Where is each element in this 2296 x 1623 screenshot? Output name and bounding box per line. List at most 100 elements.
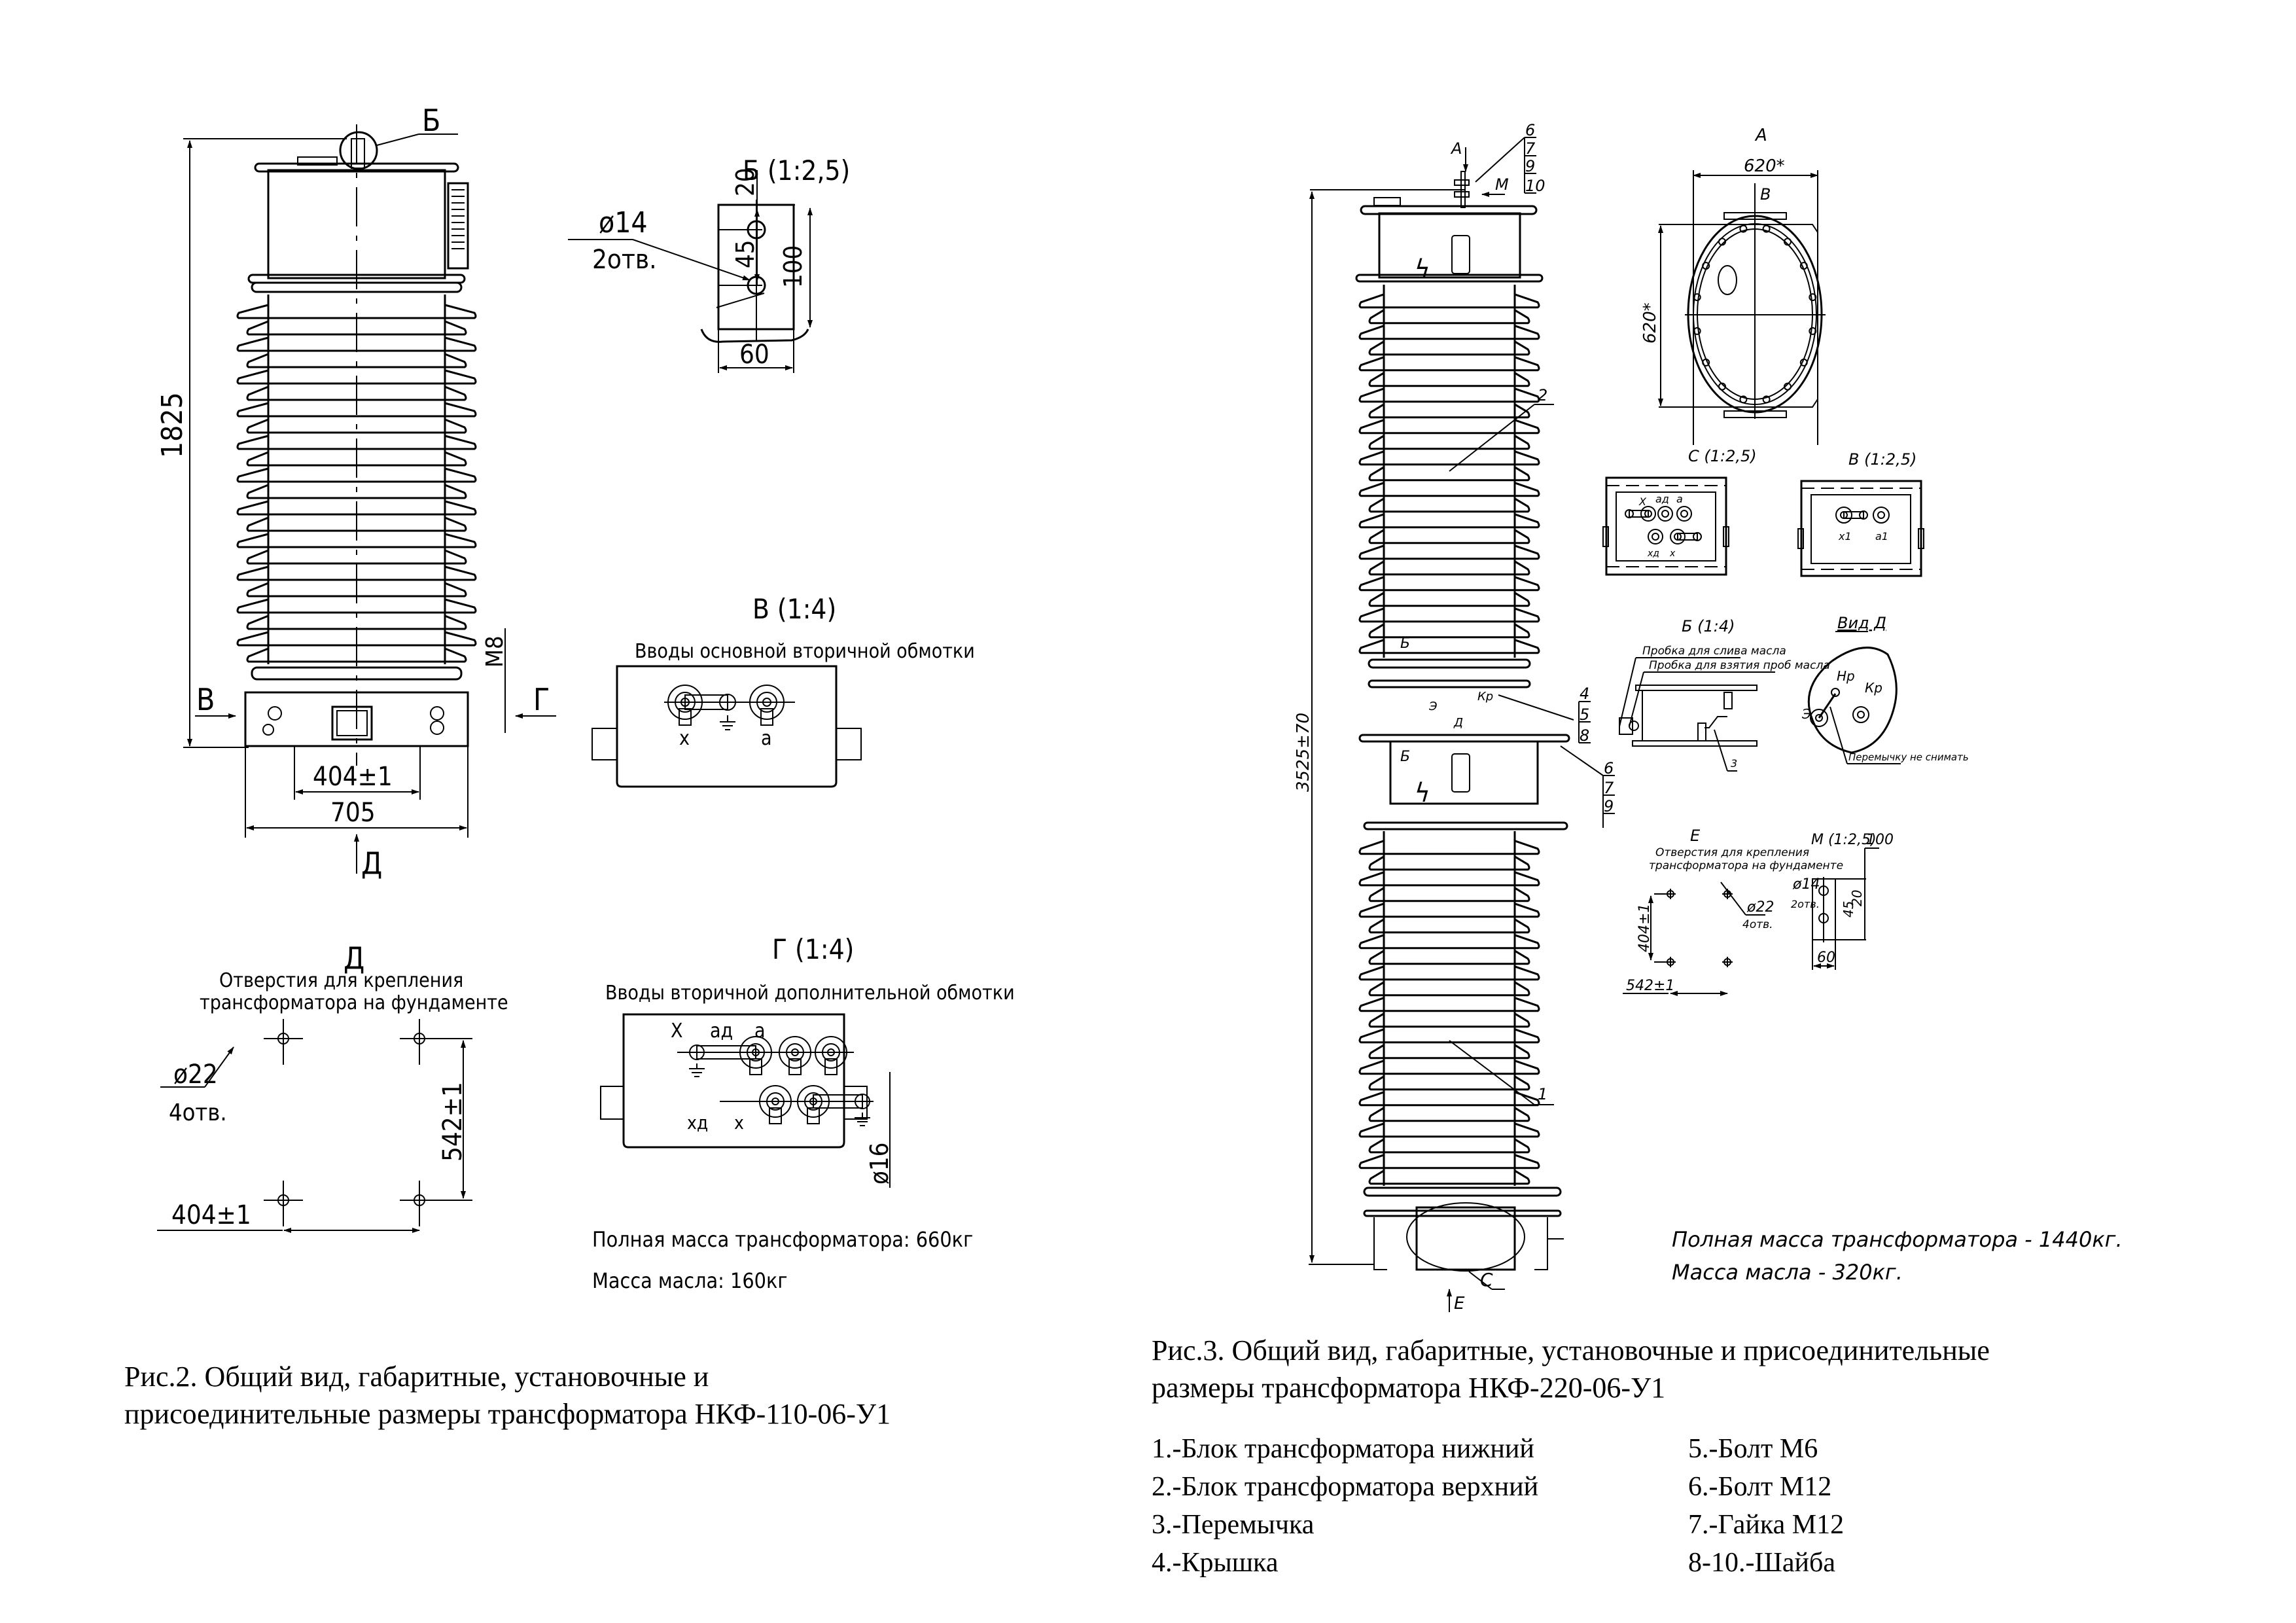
- hatched-wall: [1635, 685, 1757, 691]
- terminal-a-icon: [749, 685, 785, 726]
- fig2-view-d-marker: Д: [361, 846, 382, 881]
- fig3-detail-c: С (1:2,5) X aд a xд x: [1602, 447, 1757, 576]
- fig3-detail-m-dim-45: 45: [1841, 901, 1856, 918]
- terminal-kp-icon: [1852, 706, 1869, 723]
- fig2-view-v-marker: В: [196, 682, 215, 717]
- fig3-detail-m-title: М (1:2,5): [1811, 832, 1877, 848]
- insulator-shed: [1368, 855, 1530, 871]
- fig2-detail-g-term-xd: xд: [687, 1112, 708, 1133]
- fig3-detail-m-hole-dia: ø14: [1792, 876, 1820, 893]
- insulator-shed: [1358, 934, 1540, 950]
- ground-bolt-icon: [1625, 509, 1634, 518]
- fig3-view-e-marker: Е: [1454, 1294, 1465, 1313]
- insulator-shed: [1358, 1028, 1540, 1044]
- insulator-shed: [246, 484, 467, 499]
- flange-bolt-icon: [1784, 382, 1792, 391]
- base-bolt-right-icon: [430, 706, 444, 735]
- insulator-shed: [1358, 544, 1540, 560]
- parts-list-item: 1.-Блок трансформатора нижний: [1152, 1434, 1534, 1464]
- ground-bolt-icon: [1859, 510, 1868, 520]
- fig2-detail-d-line2: трансформатора на фундаменте: [200, 991, 508, 1014]
- hp-bolt-icon: [1831, 688, 1840, 697]
- parts-list-item: 4.-Крышка: [1152, 1548, 1279, 1578]
- fig3-detail-c-term-ad: aд: [1655, 493, 1669, 505]
- insulator-shed: [1358, 902, 1540, 918]
- mount-hole-icon: [1818, 885, 1829, 896]
- insulator-sheds-upper: [1358, 285, 1540, 658]
- fig3-detail-m: М (1:2,5) 100 ø14 2отв. 45 20 60: [1791, 832, 1894, 970]
- insulator-shed: [1358, 482, 1540, 497]
- fig2-dim-m8: М8: [482, 635, 508, 668]
- insulator-shed: [1358, 840, 1540, 855]
- fig3-detail-e: Е Отверстия для крепления трансформатора…: [1623, 827, 1843, 996]
- fig2-detail-g-term-X: X: [671, 1020, 683, 1043]
- parts-list-item: 8-10.-Шайба: [1688, 1548, 1835, 1578]
- fig2-mass-oil: Масса масла: 160кг: [592, 1268, 787, 1293]
- insulator-shed: [1358, 871, 1540, 887]
- fig3-detail-b-title: Б (1:4): [1682, 617, 1735, 635]
- fig2-caption: Рис.2. Общий вид, габаритные, установочн…: [124, 1358, 1106, 1433]
- fig3-view-d-kp: Кр: [1865, 680, 1882, 696]
- insulator-shed: [1368, 918, 1530, 934]
- fig2-detail-v-term-a: a: [761, 727, 772, 750]
- fig2-detail-v-term-x: x: [679, 727, 690, 750]
- insulator-shed: [236, 402, 477, 418]
- fig2-detail-d: Д Отверстия для крепления трансформатора…: [157, 940, 508, 1233]
- fig3-detail-e-title: Е: [1690, 827, 1701, 845]
- fig2-detail-b-dim-100: 100: [779, 245, 807, 288]
- insulator-shed: [1368, 340, 1530, 356]
- lightning-warning-icon: ϟ: [1415, 255, 1430, 285]
- fig3-view-d-e: Э: [1801, 706, 1811, 722]
- position-number: 10: [1525, 177, 1545, 195]
- fig2-detail-v-title: В (1:4): [752, 593, 836, 625]
- insulator-shed: [1368, 529, 1530, 544]
- fig2-detail-b-hole-dia: ø14: [599, 206, 648, 240]
- base-bolt-left-icon: [262, 706, 282, 736]
- lightning-warning-icon: ϟ: [1415, 778, 1430, 808]
- fig3-view-d-note: Перемычку не снимать: [1848, 751, 1969, 763]
- insulator-shed: [1368, 466, 1530, 482]
- insulator-shed: [246, 549, 467, 565]
- fig2-detail-g-subtitle: Вводы вторичной дополнительной обмотки: [605, 982, 1015, 1005]
- ground-symbol-icon: [720, 715, 735, 730]
- fig3-detail-e-line2: трансформатора на фундаменте: [1649, 859, 1843, 872]
- fig3-detail-c-term-x: x: [1669, 548, 1676, 559]
- fig3-label-d: Д: [1453, 716, 1463, 730]
- insulator-shed: [1358, 639, 1540, 654]
- flange-bolt-icon: [1739, 395, 1748, 404]
- insulator-shed: [1368, 497, 1530, 513]
- insulator-shed: [1358, 1122, 1540, 1138]
- fig2-detail-g: Г (1:4) Вводы вторичной дополнительной о…: [592, 933, 1015, 1293]
- position-number: 9: [1604, 797, 1614, 815]
- insulator-shed: [1368, 403, 1530, 419]
- flange-bolt-icon: [1809, 293, 1817, 302]
- fig2-view-g-marker: Г: [533, 682, 550, 717]
- insulator-shed: [1358, 419, 1540, 435]
- terminal-a1-icon: [1873, 507, 1890, 524]
- terminal-icon: [1676, 506, 1692, 522]
- flange-bolt-icon: [1718, 382, 1726, 391]
- fig3-detail-v-term-a1: a1: [1875, 530, 1888, 543]
- position-number: 5: [1580, 705, 1589, 724]
- fig2-dim-404: 404±1: [313, 762, 393, 792]
- fig3-detail-e-hole-dia: ø22: [1746, 899, 1774, 916]
- fig3-detail-v: В (1:2,5) x1 a1: [1797, 450, 1924, 577]
- flange-bolt-icon: [1762, 224, 1771, 233]
- jumper-bar: [1629, 510, 1649, 518]
- fig3-view-a-label-v: В: [1760, 185, 1771, 204]
- position-number: 7: [1525, 139, 1536, 158]
- insulator-shed: [236, 533, 477, 548]
- fig3-view-a-title: А: [1754, 126, 1767, 145]
- insulator-shed: [1358, 450, 1540, 466]
- insulator-shed: [1368, 1012, 1530, 1028]
- fig2-detail-b-title: Б (1:2,5): [743, 154, 850, 187]
- flange-bolt-icon: [1702, 262, 1710, 270]
- fig3-position-2: 2: [1538, 386, 1547, 404]
- insulator-shed: [1358, 1154, 1540, 1169]
- fig3-view-m-marker: М: [1495, 175, 1509, 194]
- fig3-detail-e-dim-404: 404±1: [1636, 904, 1653, 952]
- fig3-view-a-dim-h: 620*: [1640, 302, 1660, 344]
- fig3-detail-c-term-a: a: [1676, 493, 1683, 505]
- parts-list-item: 5.-Болт М6: [1688, 1434, 1818, 1464]
- parts-list-item: 3.-Перемычка: [1152, 1510, 1315, 1540]
